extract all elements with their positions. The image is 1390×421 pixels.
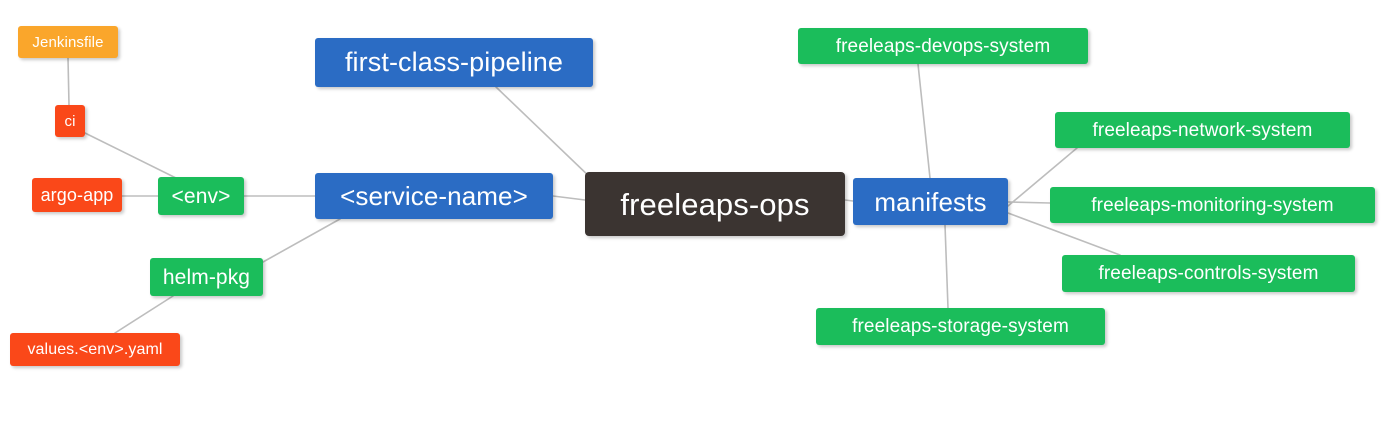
mindmap-node-label: first-class-pipeline — [344, 47, 564, 77]
edge-manifests-to-freeleaps-storage-system — [944, 224, 949, 309]
mindmap-node-label: <service-name> — [340, 181, 528, 211]
mindmap-node-freeleaps-storage-system[interactable]: freeleaps-storage-system — [816, 308, 1105, 345]
mindmap-node-first-class-pipeline[interactable]: first-class-pipeline — [315, 38, 593, 87]
edge-env-to-ci — [84, 132, 181, 181]
mindmap-node-freeleaps-network-system[interactable]: freeleaps-network-system — [1055, 112, 1350, 148]
edge-manifests-to-freeleaps-monitoring-system — [1007, 201, 1051, 204]
mindmap-node-label: freeleaps-storage-system — [852, 316, 1069, 337]
mindmap-node-label: manifests — [874, 186, 987, 217]
mindmap-node-label: values.<env>.yaml — [27, 340, 163, 358]
mindmap-node-label: freeleaps-devops-system — [835, 35, 1051, 57]
mindmap-node-label: freeleaps-ops — [620, 186, 810, 222]
mindmap-node-label: <env> — [171, 184, 231, 208]
mindmap-node-freeleaps-monitoring-system[interactable]: freeleaps-monitoring-system — [1050, 187, 1375, 223]
mindmap-node-freeleaps-devops-system[interactable]: freeleaps-devops-system — [798, 28, 1088, 64]
mindmap-node-argo-app[interactable]: argo-app — [32, 178, 122, 212]
mindmap-node-freeleaps-controls-system[interactable]: freeleaps-controls-system — [1062, 255, 1355, 292]
mindmap-node-label: freeleaps-controls-system — [1098, 263, 1319, 284]
mindmap-node-label: freeleaps-monitoring-system — [1091, 194, 1334, 216]
mindmap-node-jenkinsfile[interactable]: Jenkinsfile — [18, 26, 118, 58]
mindmap-node-ci[interactable]: ci — [55, 105, 85, 137]
edge-ci-to-jenkinsfile — [67, 57, 70, 106]
mindmap-node-label: argo-app — [40, 185, 114, 205]
mindmap-node-label: Jenkinsfile — [32, 33, 104, 51]
mindmap-node-service-name[interactable]: <service-name> — [315, 173, 553, 219]
mindmap-node-values-env-yaml[interactable]: values.<env>.yaml — [10, 333, 180, 366]
mindmap-node-label: helm-pkg — [162, 265, 251, 289]
mindmap-node-env[interactable]: <env> — [158, 177, 244, 215]
mindmap-node-label: ci — [64, 112, 76, 130]
edge-service-name-to-helm-pkg — [262, 218, 341, 263]
edge-freeleaps-ops-to-first-class-pipeline — [495, 86, 594, 181]
mindmap-node-manifests[interactable]: manifests — [853, 178, 1008, 225]
edge-freeleaps-ops-to-service-name — [552, 195, 586, 201]
edge-manifests-to-freeleaps-devops-system — [917, 63, 931, 179]
mindmap-node-freeleaps-ops[interactable]: freeleaps-ops — [585, 172, 845, 236]
edge-freeleaps-ops-to-manifests — [844, 199, 854, 202]
mindmap-node-label: freeleaps-network-system — [1092, 119, 1313, 141]
edge-helm-pkg-to-values-env-yaml — [114, 295, 174, 334]
mindmap-node-helm-pkg[interactable]: helm-pkg — [150, 258, 263, 296]
